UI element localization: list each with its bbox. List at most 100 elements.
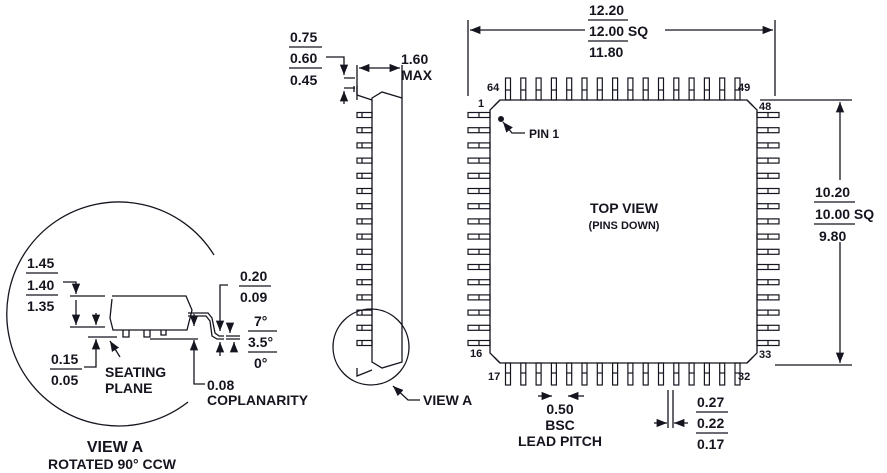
side-pin — [356, 294, 373, 301]
side-pin — [356, 172, 373, 179]
height-min: 9.80 — [819, 228, 846, 244]
pin-bottom — [657, 362, 665, 386]
side-pin — [356, 111, 373, 119]
side-pin — [356, 248, 373, 255]
side-pin — [356, 218, 373, 225]
lead-width-dimension: 0.27 0.22 0.17 — [654, 390, 728, 452]
view-a-subtitle: ROTATED 90° CCW — [48, 456, 177, 472]
height-nominal: 10.00 SQ — [815, 206, 874, 222]
pin-top — [535, 77, 542, 101]
body-thickness-nominal: 1.40 — [27, 277, 54, 293]
pin1-leader-arrow — [502, 121, 525, 134]
pin-bottom — [550, 362, 558, 386]
view-a-detail: 1.45 1.40 1.35 0.15 0.05 SEATING PLANE 0… — [6, 201, 309, 472]
width-max: 12.20 — [589, 2, 624, 18]
lead-pitch-bsc: BSC — [545, 417, 575, 433]
pin-top — [688, 77, 695, 101]
lead-pitch-dimension: 0.50 BSC LEAD PITCH — [518, 391, 602, 449]
body-thickness-min: 1.35 — [27, 298, 54, 314]
pin-bottom — [719, 362, 726, 386]
side-pin — [356, 187, 373, 195]
seating-plane-label-1: SEATING — [105, 364, 166, 380]
pin-top — [550, 77, 558, 101]
view-a-title: VIEW A — [87, 439, 144, 456]
coplanarity-label: COPLANARITY — [207, 392, 309, 408]
pin-bottom — [627, 362, 634, 386]
pin-top — [504, 77, 512, 101]
top-view-title: TOP VIEW — [590, 200, 659, 216]
lead-pitch-label: LEAD PITCH — [518, 433, 602, 449]
height-dimension: 10.20 10.00 SQ 9.80 — [760, 99, 886, 366]
angle-min: 0° — [254, 355, 267, 371]
side-pin — [356, 233, 373, 240]
pin-top — [673, 77, 680, 101]
side-pin — [356, 339, 373, 347]
pin-number-64: 64 — [487, 82, 500, 94]
pin-bottom — [504, 362, 512, 386]
coplanarity-value: 0.08 — [207, 377, 234, 393]
pin-bottom — [611, 362, 619, 386]
pin-number-17: 17 — [488, 371, 500, 383]
side-pin — [356, 263, 373, 271]
seating-plane-label-2: PLANE — [105, 380, 152, 396]
side-pin — [356, 127, 373, 134]
pin-bottom — [566, 362, 573, 386]
angle-nominal: 3.5° — [248, 334, 273, 350]
pin-bottom — [642, 362, 649, 386]
view-a-detail-circle — [332, 308, 410, 386]
side-height-value: 1.60 — [401, 51, 428, 67]
pin-top — [596, 77, 603, 101]
angle-max: 7° — [254, 313, 267, 329]
body-thickness-max: 1.45 — [27, 255, 54, 271]
pin-number-33: 33 — [759, 349, 771, 361]
pin-number-49: 49 — [738, 82, 750, 94]
standoff-nominal: 0.60 — [290, 50, 317, 66]
side-height-note: MAX — [401, 67, 433, 83]
pin-bottom — [688, 362, 695, 386]
pin-number-1: 1 — [478, 98, 484, 110]
side-body — [371, 91, 403, 369]
lead-thickness-max: 0.20 — [240, 268, 267, 284]
pin-bottom — [673, 362, 680, 386]
side-pin — [356, 142, 373, 149]
side-pin — [356, 157, 373, 164]
width-dimension: 12.20 12.00 SQ 11.80 — [467, 2, 776, 96]
pin-bottom — [703, 362, 711, 386]
standoff-min: 0.05 — [51, 372, 78, 388]
lead-pitch-value: 0.50 — [546, 401, 573, 417]
pin-top — [581, 77, 588, 101]
standoff-min: 0.45 — [290, 72, 317, 88]
pin-bottom — [535, 362, 542, 386]
view-a-circle — [6, 201, 215, 427]
pin-top — [566, 77, 573, 101]
pin-top — [520, 77, 527, 101]
pin-bottom — [596, 362, 603, 386]
pin-top — [627, 77, 634, 101]
pin-number-16: 16 — [470, 348, 482, 360]
pin-top — [657, 77, 665, 101]
pin-number-48: 48 — [759, 101, 771, 113]
pin-bottom — [520, 362, 527, 386]
side-view: 1.60 MAX 0.75 0.60 0.45 VIEW A — [289, 29, 472, 408]
pin1-indicator-dot — [498, 116, 504, 122]
pin1-label: PIN 1 — [529, 127, 559, 141]
lead-thickness-min: 0.09 — [240, 289, 267, 305]
top-view: PIN 1 TOP VIEW (PINS DOWN) 1 64 49 48 16… — [467, 2, 886, 452]
standoff-max: 0.75 — [290, 29, 317, 45]
side-pin — [356, 279, 373, 286]
side-pin — [356, 203, 373, 210]
lead-width-min: 0.17 — [697, 436, 724, 452]
width-nominal: 12.00 SQ — [589, 23, 648, 39]
width-min: 11.80 — [589, 44, 623, 60]
pin-number-32: 32 — [738, 371, 750, 383]
lead-width-max: 0.27 — [697, 394, 724, 410]
pin-top — [719, 77, 726, 101]
lead-width-nominal: 0.22 — [697, 415, 724, 431]
view-a-callout: VIEW A — [423, 392, 472, 408]
pin-bottom — [581, 362, 588, 386]
standoff-max: 0.15 — [51, 351, 78, 367]
pin-top — [611, 77, 619, 101]
top-view-subtitle: (PINS DOWN) — [589, 220, 660, 232]
side-pin — [356, 324, 373, 331]
